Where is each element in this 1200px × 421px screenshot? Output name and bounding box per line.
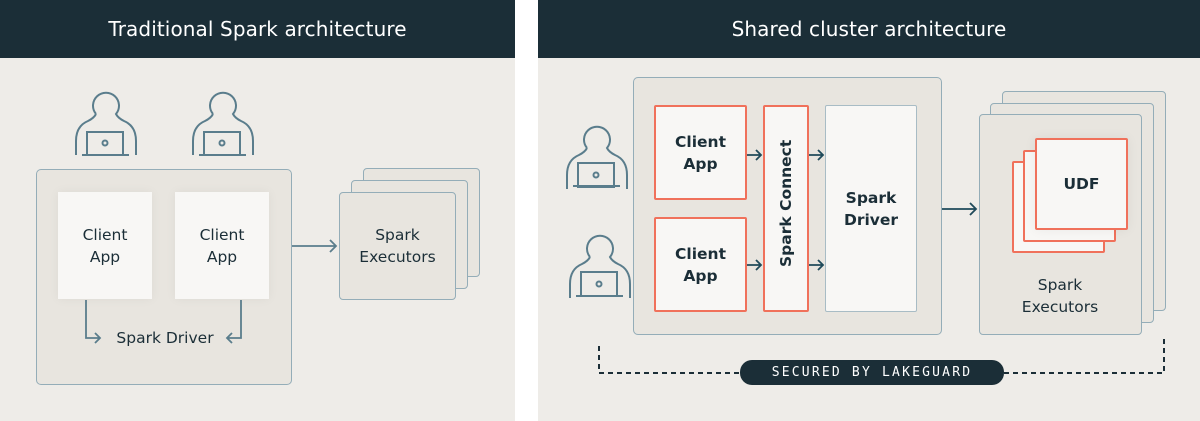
security-badge: SECURED BY LAKEGUARD [740, 360, 1004, 385]
client-app-label: Client [82, 225, 128, 244]
right-user-icons [566, 125, 631, 298]
driver-to-executors-arrow [942, 202, 978, 216]
connect-to-driver-arrow [809, 149, 825, 161]
client-app-label: App [89, 247, 121, 266]
left-arrows [85, 239, 338, 344]
udf-card-front: UDF [1035, 138, 1128, 230]
executors-label-line: Spark [1037, 276, 1083, 294]
spark-driver-label: Spark Driver [116, 329, 214, 347]
connect-to-driver-arrow [809, 259, 825, 271]
client-app-label: App [206, 247, 238, 266]
spark-connect-box [763, 105, 809, 312]
user-laptop-icon [566, 125, 628, 189]
client-to-driver-arrow [225, 300, 242, 344]
client-to-driver-arrow [85, 300, 102, 344]
traditional-architecture-title: Traditional Spark architecture [0, 0, 515, 58]
user-laptop-icon [75, 91, 137, 156]
client-app-label: Client [675, 244, 726, 263]
right-arrows [598, 149, 1165, 374]
user-laptop-icon [569, 234, 631, 298]
executors-label: Spark [375, 226, 420, 244]
shared-cluster-title: Shared cluster architecture [538, 0, 1200, 58]
executors-label-line: Executors [1021, 298, 1099, 316]
client-app-label: App [683, 154, 718, 173]
client-to-connect-arrow [747, 149, 763, 161]
executors-label: Executors [359, 248, 436, 266]
udf-label: UDF [1063, 175, 1100, 193]
client-app-label: Client [675, 132, 726, 151]
driver-to-executors-arrow [292, 239, 338, 253]
client-app-label: Client [199, 225, 245, 244]
spark-driver-label: Driver [843, 210, 899, 229]
spark-driver-label: Spark [845, 188, 897, 207]
lakeguard-boundary [598, 336, 1165, 374]
client-to-connect-arrow [747, 259, 763, 271]
client-app-label: App [683, 266, 718, 285]
user-laptop-icon [192, 91, 254, 156]
left-user-icons [75, 91, 254, 156]
